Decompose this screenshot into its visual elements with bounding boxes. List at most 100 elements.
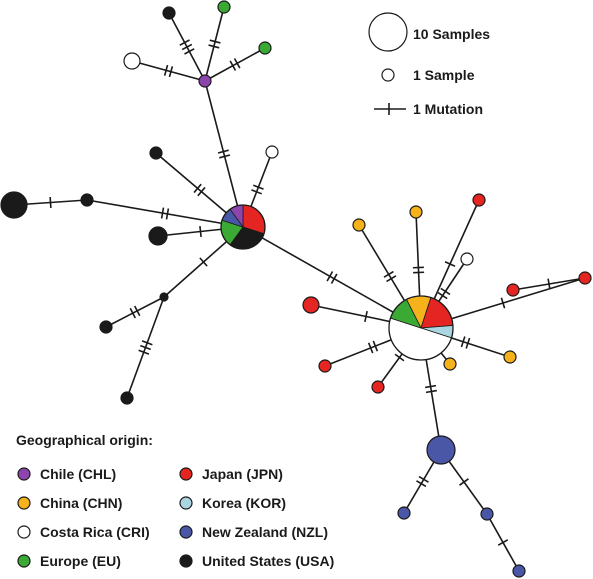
mutation-tick <box>229 60 237 71</box>
mutation-tick <box>383 270 394 278</box>
origin-swatch <box>17 525 31 539</box>
origin-legend-item-chl: Chile (CHL) <box>17 466 116 482</box>
legend-ten-samples-label: 10 Samples <box>413 26 490 42</box>
haplotype-circle <box>318 359 332 373</box>
link-line <box>204 80 244 228</box>
haplotype-circle <box>162 6 176 20</box>
origin-legend-item-jpn: Japan (JPN) <box>179 466 283 482</box>
link-line <box>131 60 206 82</box>
mutation-tick <box>367 342 374 354</box>
origin-label: Japan (JPN) <box>202 466 283 482</box>
haplotype-node-chn_b2 <box>409 205 423 219</box>
mutation-tick <box>364 310 368 323</box>
mutation-tick <box>459 478 469 486</box>
mutation-tick <box>437 291 448 300</box>
mutation-tick <box>181 43 193 51</box>
haplotype-circle <box>506 283 520 297</box>
haplotype-node-usa_big <box>0 191 28 219</box>
mutation-tick <box>217 149 229 154</box>
mutation-tick <box>418 475 429 483</box>
origin-label: United States (USA) <box>202 553 334 569</box>
mutation-tick <box>425 389 437 394</box>
mutation-tick <box>129 307 137 319</box>
mutation-tick <box>497 539 509 546</box>
haplotype-circle <box>443 357 457 371</box>
haplotype-node-nzl_1 <box>397 506 411 520</box>
network-link <box>204 6 225 82</box>
origin-swatch <box>179 554 193 568</box>
haplotype-node-usa_top <box>162 6 176 20</box>
network-link <box>168 12 206 82</box>
size-legend: 10 Samples 1 Sample 1 Mutation <box>368 12 490 117</box>
origin-label: Europe (EU) <box>40 553 121 569</box>
mutation-tick <box>440 287 451 296</box>
link-line <box>242 226 422 329</box>
origin-legend-item-chn: China (CHN) <box>17 495 122 511</box>
mutation-tick <box>49 196 52 209</box>
mutation-tick <box>330 273 338 284</box>
mutation-tick <box>199 225 202 238</box>
haplotype-circle <box>99 320 113 334</box>
haplotype-node-cri_top <box>123 52 141 70</box>
link-line <box>105 296 165 328</box>
origin-legend-item-kor: Korea (KOR) <box>179 495 286 511</box>
haplotype-node-eu_top1 <box>217 0 231 14</box>
mutation-tick <box>208 44 220 49</box>
mutation-tick <box>184 48 195 55</box>
legend-ten-samples-circle <box>368 12 408 52</box>
origin-legend-item-eu: Europe (EU) <box>17 553 121 569</box>
haplotype-node-chn_b3 <box>443 357 457 371</box>
mutation-tick <box>219 154 231 159</box>
network-links <box>13 6 586 572</box>
haplotype-circle <box>426 435 456 465</box>
network-link <box>105 296 165 328</box>
haplotype-circle <box>0 191 28 219</box>
pie-outline <box>220 204 266 250</box>
haplotype-circle <box>265 145 279 159</box>
haplotype-circle <box>217 0 231 14</box>
mutation-tick <box>179 39 190 46</box>
haplotype-node-usa_a4 <box>99 320 113 334</box>
mutation-tick <box>394 353 405 362</box>
haplotype-circle <box>80 193 94 207</box>
network-link <box>131 60 206 82</box>
network-link <box>204 47 266 82</box>
haplotype-circle <box>371 380 385 394</box>
haplotype-circle <box>480 507 494 521</box>
mutation-tick <box>163 64 169 76</box>
network-link <box>86 199 244 228</box>
haplotype-node-jpn_b1 <box>472 193 486 207</box>
network-link <box>242 226 422 329</box>
origin-swatch <box>17 496 31 510</box>
mutation-tick <box>252 184 264 190</box>
origin-label: China (CHN) <box>40 495 122 511</box>
mutation-tick <box>372 340 379 352</box>
haplotype-node-hubA <box>220 204 266 250</box>
mutation-tick <box>138 349 150 355</box>
haplotype-circle <box>198 74 212 88</box>
haplotype-node-usa_a1 <box>149 146 163 160</box>
haplotype-circle <box>409 205 423 219</box>
haplotype-node-usa_mid <box>80 193 94 207</box>
haplotype-node-hubB <box>388 295 454 361</box>
origin-label: Costa Rica (CRI) <box>40 524 150 540</box>
mutation-tick <box>133 305 141 317</box>
haplotype-circle <box>578 271 592 285</box>
haplotype-node-jpn_b4 <box>302 296 320 314</box>
mutation-tick <box>197 186 206 197</box>
mutation-tick <box>199 257 208 267</box>
origin-swatch <box>179 467 193 481</box>
mutation-tick <box>168 66 174 78</box>
legend-one-sample-label: 1 Sample <box>413 67 475 83</box>
mutation-tick <box>233 58 241 69</box>
origin-legend-item-cri: Costa Rica (CRI) <box>17 524 150 540</box>
haplotype-circle <box>460 252 474 266</box>
haplotype-circle <box>149 146 163 160</box>
mutation-tick <box>425 384 437 389</box>
mutation-tick <box>326 271 334 282</box>
haplotype-circle <box>472 193 486 207</box>
haplotype-circle <box>148 226 168 246</box>
haplotype-node-nzl_big <box>426 435 456 465</box>
haplotype-node-usa_a2 <box>148 226 168 246</box>
